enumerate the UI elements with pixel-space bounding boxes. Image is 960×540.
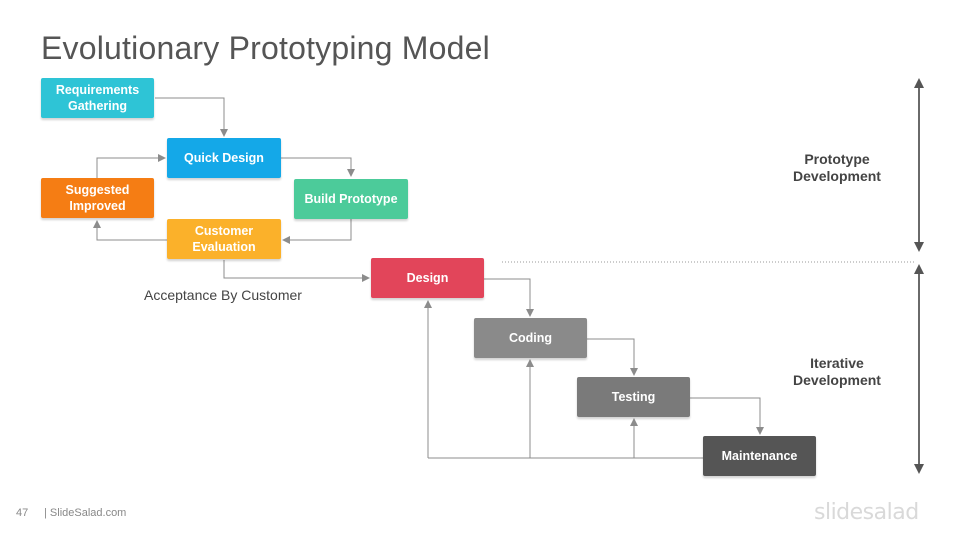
quick-design-box: Quick Design [167, 138, 281, 178]
customer-evaluation-label: Customer Evaluation [192, 224, 256, 254]
arrow-quick-design-to-build-prototype [281, 157, 355, 177]
testing-label: Testing [611, 390, 656, 404]
arrow-testing-to-maintenance [690, 397, 764, 435]
page-number: 47 [16, 507, 29, 519]
footer-source: | SlideSalad.com [44, 507, 127, 519]
build-prototype-box: Build Prototype [294, 179, 408, 219]
iterative-development-label: Iterative Development [793, 355, 881, 388]
acceptance-label: Acceptance By Customer [144, 287, 302, 303]
arrow-build-to-evaluation [282, 219, 352, 244]
customer-evaluation-box: Customer Evaluation [167, 219, 281, 259]
arrow-coding-to-testing [587, 338, 638, 376]
suggested-improved-label: Suggested Improved [65, 183, 130, 213]
design-box: Design [371, 258, 484, 298]
arrow-evaluation-to-suggested [93, 220, 167, 241]
arrow-design-to-coding [484, 278, 534, 317]
requirements-gathering-label: Requirements Gathering [55, 83, 140, 113]
testing-box: Testing [577, 377, 690, 417]
maintenance-label: Maintenance [721, 449, 798, 463]
arrow-evaluation-to-design [223, 260, 370, 282]
coding-box: Coding [474, 318, 587, 358]
slidesalad-logo: slidesalad [814, 500, 919, 525]
arrow-requirements-to-quick-design [155, 97, 228, 137]
coding-label: Coding [508, 331, 553, 345]
maintenance-box: Maintenance [703, 436, 816, 476]
suggested-improved-box: Suggested Improved [41, 178, 154, 218]
quick-design-label: Quick Design [184, 151, 264, 165]
build-prototype-label: Build Prototype [304, 192, 398, 206]
design-label: Design [406, 271, 449, 285]
prototype-development-label: Prototype Development [793, 151, 881, 184]
requirements-gathering-box: Requirements Gathering [41, 78, 154, 118]
page-title: Evolutionary Prototyping Model [41, 30, 490, 66]
arrow-suggested-to-quick-design [96, 154, 166, 178]
